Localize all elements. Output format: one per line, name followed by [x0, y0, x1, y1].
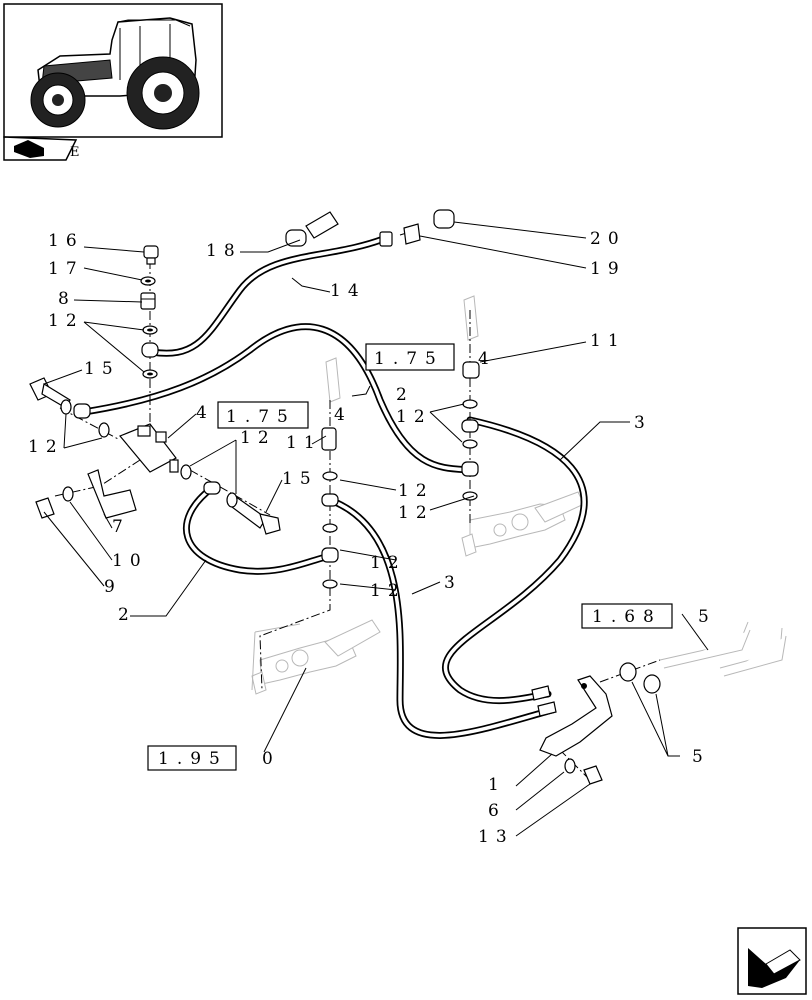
reference-1-75-a[interactable]: 1.75 4: [365, 343, 496, 371]
hose-2-upper[interactable]: [80, 323, 474, 474]
reference-box-text: 1.95: [158, 749, 228, 769]
reference-1-68[interactable]: 1.68: [581, 603, 673, 629]
reference-1-75-b[interactable]: 1.75 4: [217, 401, 352, 429]
callout-7: 7: [112, 517, 130, 537]
washers-12-mid[interactable]: [180, 464, 238, 508]
nuts-5[interactable]: [619, 662, 661, 694]
callout-12: 12: [240, 428, 276, 448]
callout-16: 16: [48, 231, 84, 251]
callout-18: 18: [206, 241, 242, 261]
callout-13: 13: [478, 827, 514, 847]
callout-12: 12: [48, 311, 84, 331]
fitting-8[interactable]: [140, 292, 156, 310]
callout-15: 15: [84, 359, 120, 379]
callout-2: 2: [118, 605, 136, 625]
fitting-11-center[interactable]: [321, 427, 339, 589]
fitting-19-20[interactable]: [379, 209, 455, 247]
leader-lines: [43, 221, 709, 837]
callout-4: 4: [196, 403, 214, 423]
callout-12: 12: [370, 581, 406, 601]
callout-labels: 16 17 8 12 15 12 4 12 11 15 7 10 9 2 18 …: [28, 229, 716, 847]
callout-1: 1: [488, 775, 506, 795]
reference-1-95[interactable]: 1.95: [147, 745, 237, 771]
callout-19: 19: [590, 259, 626, 279]
tractor-thumbnail[interactable]: E: [3, 3, 223, 161]
callout-11: 11: [590, 331, 626, 351]
bracket-7[interactable]: [87, 469, 137, 519]
callout-10: 10: [112, 551, 148, 571]
callout-2: 2: [396, 385, 414, 405]
callout-6: 6: [488, 801, 506, 821]
callout-12: 12: [370, 553, 406, 573]
callout-3: 3: [444, 573, 462, 593]
callout-3: 3: [634, 413, 652, 433]
hose-3-right[interactable]: [442, 416, 588, 705]
callout-11: 11: [286, 433, 322, 453]
reference-suffix: 4: [334, 405, 352, 425]
fitting-11-right[interactable]: [461, 361, 480, 501]
callout-9: 9: [104, 577, 122, 597]
valve-block-4[interactable]: [119, 423, 179, 473]
master-cylinder-right-ghost: [461, 491, 585, 557]
washer-17[interactable]: [140, 276, 156, 286]
callout-12: 12: [28, 437, 64, 457]
bolt-9[interactable]: [35, 497, 55, 519]
callout-12: 12: [398, 503, 434, 523]
bolt-16[interactable]: [143, 245, 159, 265]
callout-14: 14: [330, 281, 366, 301]
callout-20: 20: [590, 229, 626, 249]
callout-0: 0: [262, 749, 280, 769]
bracket-1[interactable]: [539, 675, 613, 757]
sensor-18[interactable]: [285, 211, 339, 247]
callout-5: 5: [692, 747, 710, 767]
hose-14[interactable]: [148, 234, 390, 357]
next-page-button[interactable]: [737, 927, 807, 995]
reference-box-text: 1.75: [226, 407, 296, 427]
hose-2-lower[interactable]: [183, 484, 334, 575]
callout-12: 12: [398, 481, 434, 501]
callout-17: 17: [48, 259, 84, 279]
ghost-fittings: [325, 295, 479, 403]
callout-12: 12: [396, 407, 432, 427]
ghost-pipes-right: [659, 621, 787, 677]
bolt-13-washer-6[interactable]: [564, 758, 603, 785]
page-tab-label: E: [70, 145, 80, 160]
master-cylinder-left-ghost: [251, 619, 381, 695]
hose-3-center[interactable]: [326, 496, 556, 739]
reference-suffix: 4: [478, 349, 496, 369]
washer-12-upper[interactable]: [141, 325, 159, 379]
washers-12-left[interactable]: [60, 399, 110, 438]
washer-10[interactable]: [62, 486, 74, 502]
callout-5: 5: [698, 607, 716, 627]
reference-box-text: 1.68: [592, 607, 662, 627]
callout-8: 8: [58, 289, 76, 309]
callout-15: 15: [282, 469, 318, 489]
pipe-ends[interactable]: [531, 685, 557, 717]
reference-box-text: 1.75: [374, 349, 444, 369]
